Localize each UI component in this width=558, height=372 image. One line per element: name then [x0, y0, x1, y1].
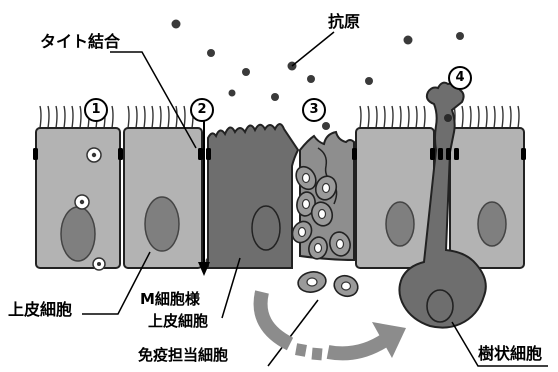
- tight-junction-marker: [352, 148, 357, 160]
- tight-junction-marker: [198, 148, 203, 160]
- antigen-particle: [242, 68, 250, 76]
- nucleus: [386, 202, 414, 246]
- nucleus: [145, 197, 179, 251]
- nucleus: [61, 207, 95, 261]
- migration-arrow: [261, 292, 406, 360]
- tight-junction-marker: [206, 148, 211, 160]
- antigen-leader-line: [292, 32, 334, 66]
- step-marker-4: 4: [448, 66, 472, 90]
- antigen-label: 抗原: [328, 14, 360, 30]
- m-cell-like-epithelial-cell: [208, 124, 298, 268]
- antigen-particle: [365, 77, 373, 85]
- epithelial-cell-2: [124, 128, 202, 268]
- epithelial-cell-1: [36, 128, 120, 270]
- antigen-particle: [207, 49, 215, 57]
- tight-junction-marker: [446, 148, 451, 160]
- nucleus: [427, 290, 453, 322]
- m-cell-label-line1: M細胞様: [140, 292, 200, 307]
- dendritic-cell-label: 樹状細胞: [478, 346, 542, 362]
- antigen-particle: [307, 75, 315, 83]
- tight-junction-label: タイト結合: [40, 34, 120, 50]
- tight-junction-marker: [430, 148, 435, 160]
- antigen-particle: [456, 32, 464, 40]
- tight-junction-marker: [454, 148, 459, 160]
- antigen-particle: [229, 90, 236, 97]
- antigen-particle: [404, 36, 413, 45]
- m-cell-label-line2: 上皮細胞: [148, 314, 208, 329]
- epithelial-cell-4: [450, 128, 524, 268]
- step-marker-2: 2: [190, 98, 214, 122]
- step-marker-1: 1: [84, 98, 108, 122]
- step-marker-3: 3: [302, 98, 326, 122]
- antigen-particle: [271, 93, 279, 101]
- antigen-particle: [444, 114, 452, 122]
- epithelial-cell-label: 上皮細胞: [8, 302, 72, 318]
- nucleus: [478, 202, 506, 246]
- tight-junction-marker: [438, 148, 443, 160]
- antigen-particle: [322, 122, 330, 130]
- tight-junction-marker: [118, 148, 123, 160]
- tight-junction-marker: [33, 148, 38, 160]
- nucleus: [252, 206, 280, 250]
- epithelial-cell-3: [356, 128, 434, 268]
- antigen-particle: [172, 20, 181, 29]
- immune-cell-label: 免疫担当細胞: [138, 348, 228, 363]
- tight-junction-marker: [521, 148, 526, 160]
